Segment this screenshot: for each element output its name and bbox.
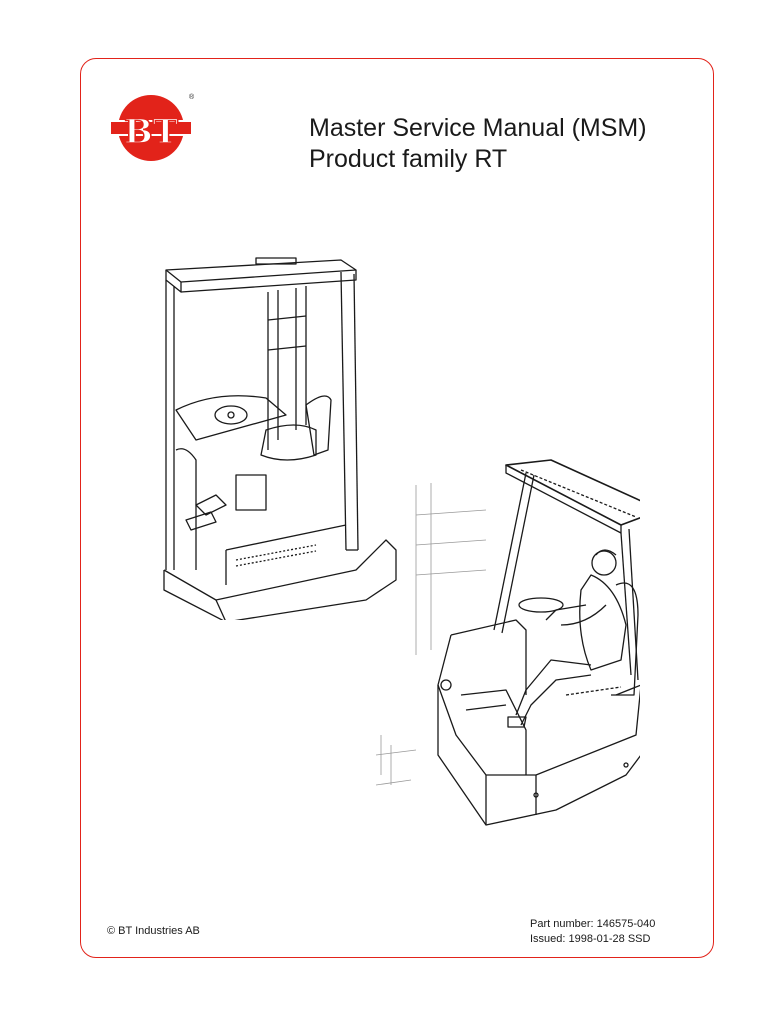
title-line-2: Product family RT: [309, 145, 508, 173]
copyright-text: © BT Industries AB: [107, 925, 200, 937]
page-frame: [80, 58, 714, 958]
document-title: Master Service Manual (MSM) Product fami…: [309, 113, 647, 175]
registered-mark: ®: [189, 93, 195, 101]
bt-logo: BT ®: [109, 93, 195, 161]
title-line-1: Master Service Manual (MSM): [309, 114, 647, 142]
svg-text:BT: BT: [124, 112, 178, 152]
part-number: Part number: 146575-040: [530, 918, 656, 930]
reach-truck-cabin-illustration: [163, 257, 397, 620]
reach-truck-with-operator-illustration: [376, 459, 640, 826]
document-meta: Part number: 146575-040 Issued: 1998-01-…: [530, 917, 655, 947]
issued-date: Issued: 1998-01-28 SSD: [530, 933, 651, 945]
